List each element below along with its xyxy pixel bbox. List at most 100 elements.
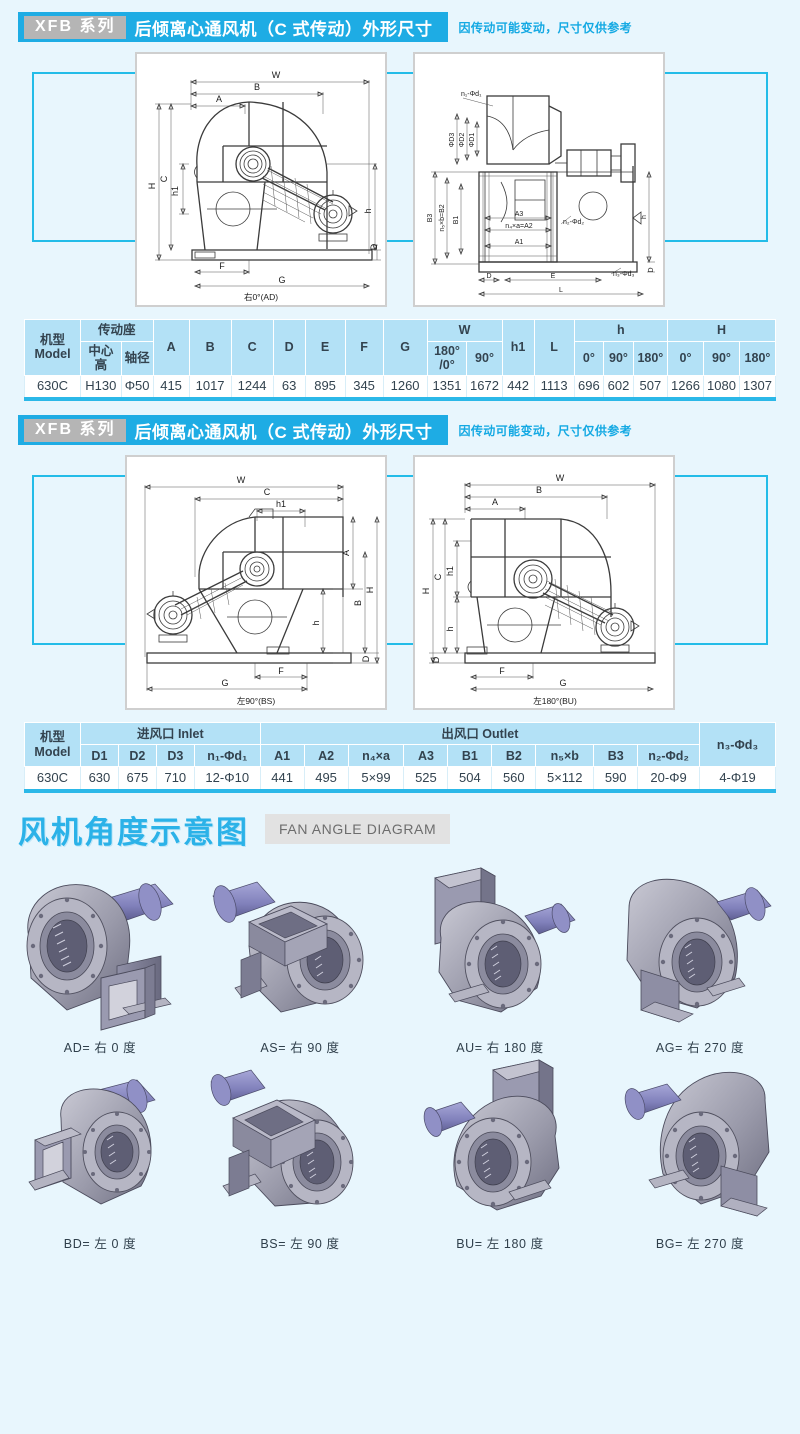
svg-text:n₄×a=A2: n₄×a=A2 [505,223,532,230]
section-2-header-bar: XFB 系列 后倾离心通风机（C 式传动）外形尺寸 [18,415,449,446]
fan-label-bd: BD= 左 0 度 [63,1236,137,1251]
section-1-drawings: W B A [0,52,800,307]
cell2-d2: 675 [117,766,157,791]
th-shaft-dia: 轴径 [120,341,154,376]
svg-text:A: A [341,550,351,556]
section-note-2: 因传动可能变动，尺寸仅供参考 [458,423,633,438]
th2-d2: D2 [117,744,157,768]
cell2-d3: 710 [155,766,195,791]
drawing-side-view-bu: W B A [413,455,675,711]
cell-d: 63 [272,374,306,399]
cell-H-180: 1307 [738,374,777,399]
svg-text:A: A [216,94,222,104]
th-h1: h1 [501,319,535,376]
svg-text:A1: A1 [515,239,524,246]
svg-text:A3: A3 [515,211,524,218]
svg-text:H: H [147,183,157,190]
section-2-drawings: W C h1 [0,455,800,711]
th-H-0: 0° [666,341,704,376]
section-2: XFB 系列 后倾离心通风机（C 式传动）外形尺寸 因传动可能变动，尺寸仅供参考… [0,401,800,793]
fan-item-bu: BU= 左 180 度 [400,1056,600,1252]
cell2-n4a: 5×99 [347,766,405,791]
cell-center-height: H130 [80,374,122,399]
fan-item-bg: BG= 左 270 度 [600,1056,800,1252]
svg-text:ΦD3: ΦD3 [449,133,456,148]
svg-text:C: C [264,487,271,497]
fan-item-ad: AD= 右 0 度 [0,860,200,1056]
th-c: C [230,319,274,376]
cell2-b2: 560 [491,766,537,791]
svg-text:h: h [445,627,455,632]
cell-f: 345 [344,374,384,399]
th-H: H [666,319,777,342]
th-l: L [533,319,575,376]
fan-label-au: AU= 右 180 度 [456,1040,544,1055]
svg-text:n₃-Φd₃: n₃-Φd₃ [613,271,635,278]
th-e: E [304,319,346,376]
svg-text:h: h [363,208,373,213]
cell2-n2d2: 20-Φ9 [637,766,701,791]
svg-text:h1: h1 [170,186,180,196]
th-f: F [344,319,384,376]
fan-render-bu [423,1059,560,1211]
svg-text:G: G [278,275,285,285]
svg-text:n₂-Φd₂: n₂-Φd₂ [563,219,584,226]
cell-shaft-dia: Φ50 [120,374,154,399]
fan-render-au [434,867,576,1013]
cell-H-90: 1080 [702,374,740,399]
fan-item-bs: BS= 左 90 度 [200,1056,400,1252]
svg-text:B3: B3 [427,214,434,223]
svg-text:G: G [559,678,566,688]
th-h-180: 180° [632,341,668,376]
svg-text:D: D [369,243,379,250]
svg-text:L: L [559,287,563,294]
inlet-outlet-table: 机型 Model 进风口 Inlet 出风口 Outlet n₃-Φd₃ D1 … [24,722,776,791]
fan-label-as: AS= 右 90 度 [260,1040,340,1055]
svg-text:C: C [159,175,169,182]
svg-text:W: W [272,70,281,80]
section-1-header: XFB 系列 后倾离心通风机（C 式传动）外形尺寸 因传动可能变动，尺寸仅供参考 [0,0,800,42]
cell-H-0: 1266 [666,374,704,399]
section-1-header-bar: XFB 系列 后倾离心通风机（C 式传动）外形尺寸 [18,12,449,42]
drawing-side-view-bs: W C h1 [125,455,387,711]
table-1-wrapper: 机型 Model 传动座 A B C D E F G W h1 L h H 中心… [24,319,777,402]
fan-render-bd [28,1078,156,1205]
svg-text:D: D [431,657,441,664]
cell-h-0: 696 [573,374,605,399]
fan-render-ag [626,878,772,1023]
fan-angle-grid: AD= 右 0 度 [0,860,800,1252]
svg-text:B1: B1 [453,216,460,225]
cell-l: 1113 [533,374,575,399]
cell2-d1: 630 [79,766,119,791]
fan-angle-title-en: FAN ANGLE DIAGRAM [265,814,451,845]
th-w-90: 90° [466,341,503,376]
th-g: G [382,319,428,376]
cell2-a3: 525 [403,766,449,791]
fan-render-ad [26,883,174,1031]
th2-d3: D3 [155,744,195,768]
svg-text:H: H [365,587,375,594]
dimensions-table: 机型 Model 传动座 A B C D E F G W h1 L h H 中心… [24,319,777,400]
fan-angle-title-cn: 风机角度示意图 [18,814,249,850]
fan-render-bs [210,1069,354,1207]
th2-d1: D1 [79,744,119,768]
cell-b: 1017 [188,374,232,399]
cell2-b3: 590 [593,766,639,791]
drawing-caption-bu: 左180°(BU) [533,696,577,706]
th2-a1: A1 [259,744,305,768]
fan-angle-header: 风机角度示意图 FAN ANGLE DIAGRAM [0,793,800,860]
cell2-n1d1: 12-Φ10 [193,766,261,791]
svg-text:D: D [648,267,655,272]
th2-b3: B3 [593,744,639,768]
th2-n5b: n₅×b [535,744,595,768]
fan-label-bg: BG= 左 270 度 [655,1236,745,1251]
th-H-90: 90° [702,341,740,376]
th2-n2d2: n₂-Φd₂ [637,744,701,768]
section-title-2: 后倾离心通风机（C 式传动）外形尺寸 [134,422,433,442]
drawing-side-view-ad: W B A [135,52,387,307]
table-row: 630C H130 Φ50 415 1017 1244 63 895 345 1… [24,374,777,399]
fan-item-ag: AG= 右 270 度 [600,860,800,1056]
th-b: B [188,319,232,376]
svg-text:H: H [421,588,431,595]
th2-model: 机型 Model [24,722,81,768]
